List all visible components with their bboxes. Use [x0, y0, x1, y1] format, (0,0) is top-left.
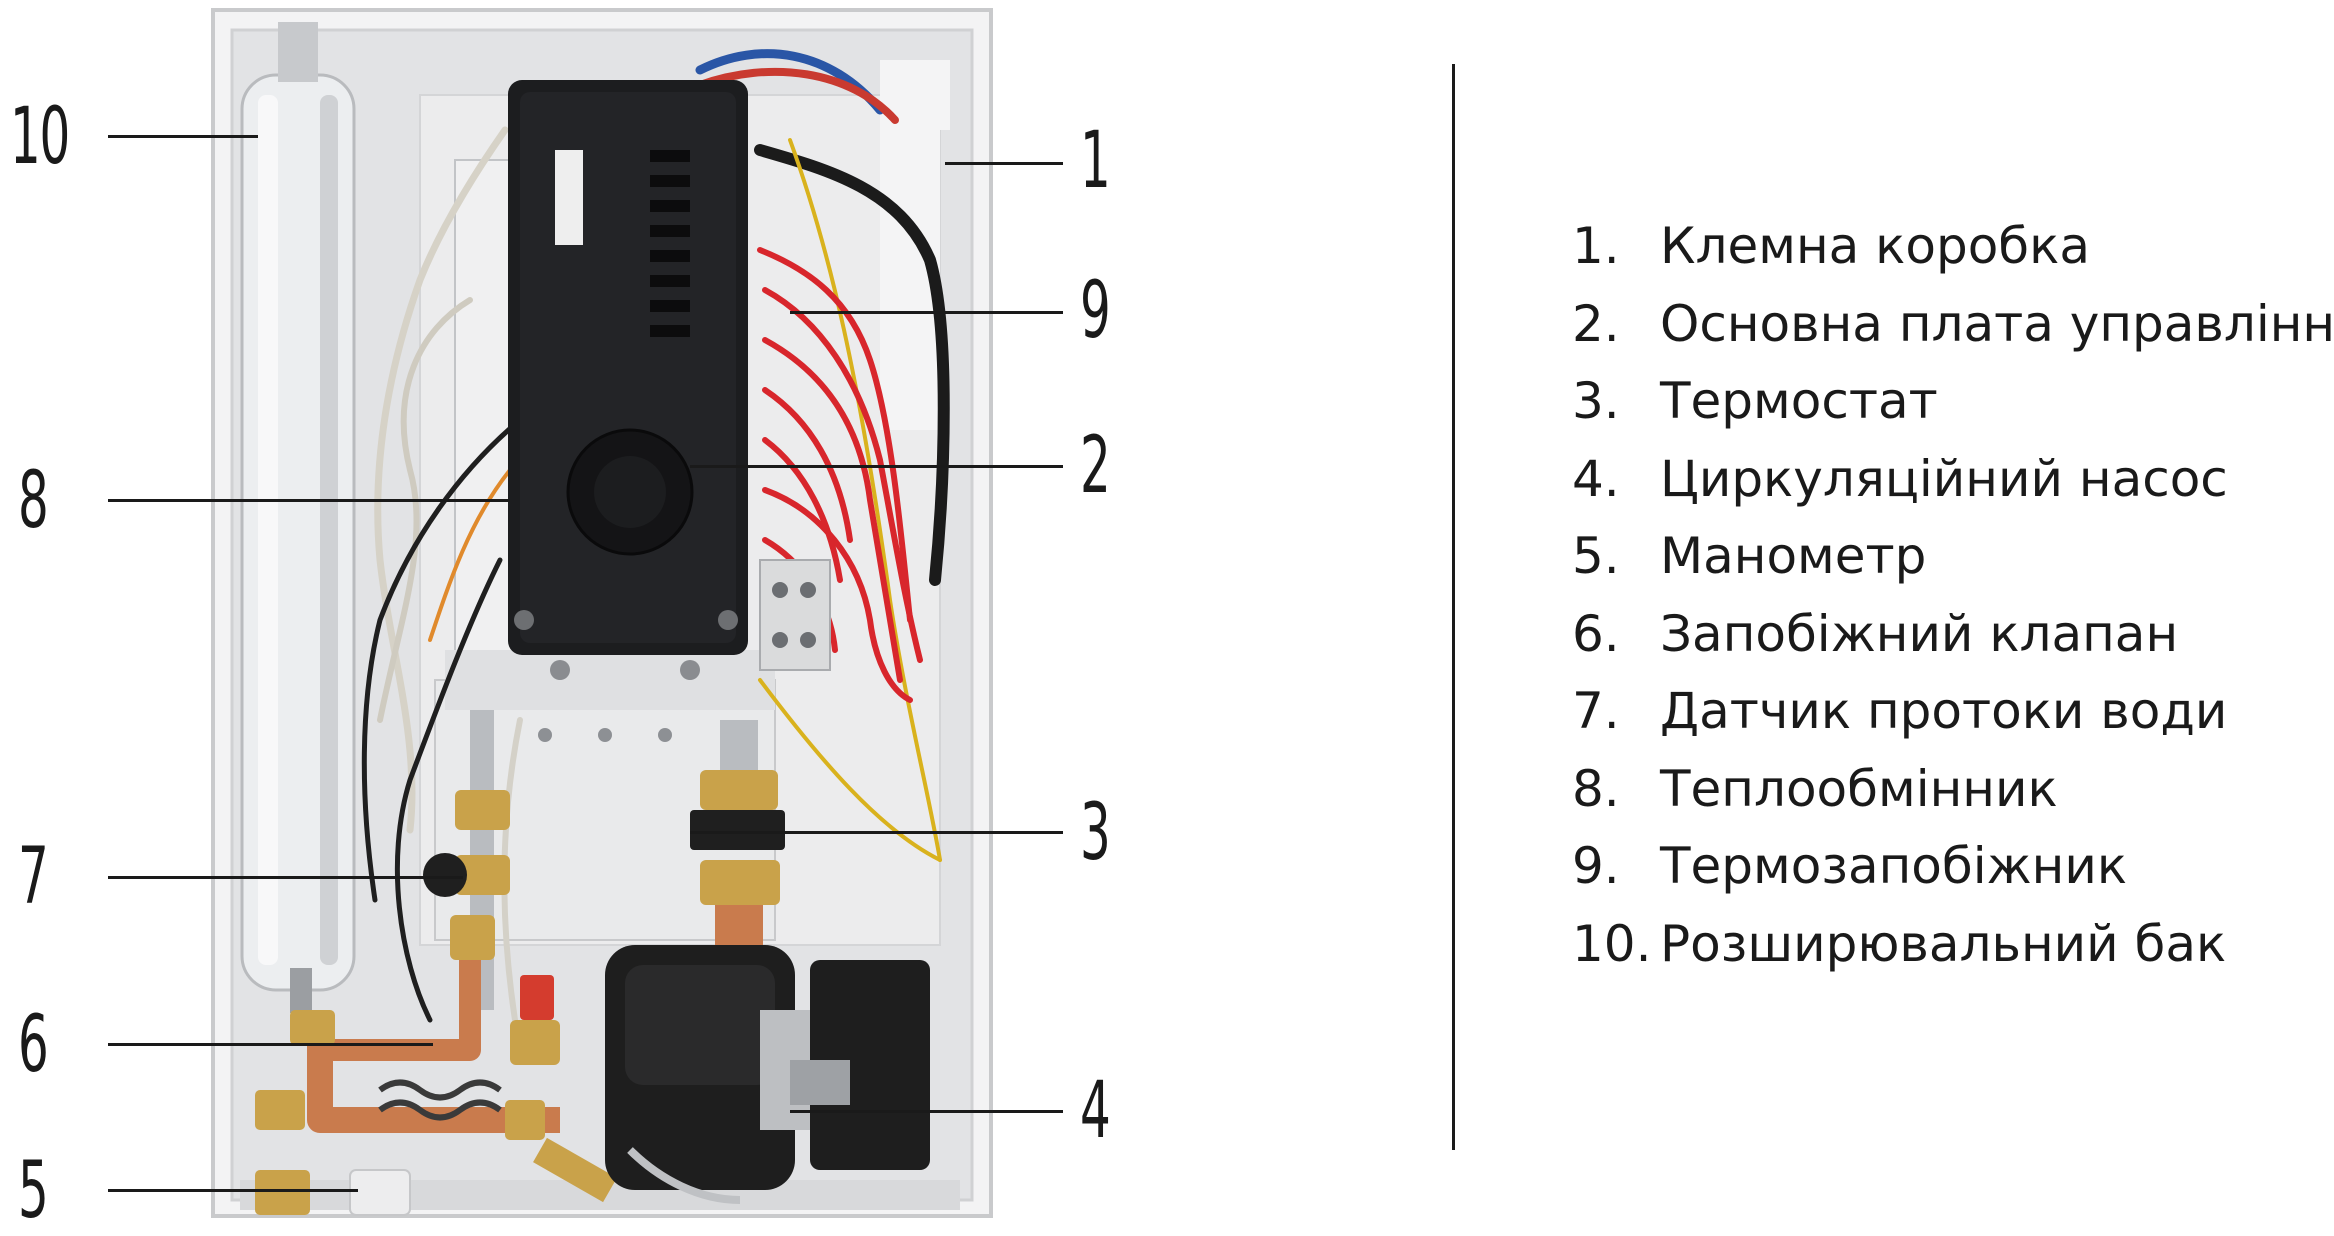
terminal-blocks — [759, 559, 831, 671]
circulation-pump — [605, 945, 930, 1204]
legend-label: Запобіжний клапан — [1660, 604, 2179, 663]
legend-number: 10. — [1572, 914, 1652, 973]
heater-wires — [757, 247, 923, 703]
legend-label: Клемна коробка — [1660, 217, 2090, 275]
callout-number-5: 5 — [18, 1146, 49, 1236]
callout-number-9: 9 — [1080, 266, 1111, 356]
callout-number-7: 7 — [18, 832, 49, 922]
leader-line-3 — [690, 831, 1063, 834]
wiring-left — [361, 126, 523, 1023]
legend-label: Термостат — [1660, 372, 1938, 430]
leader-line-9 — [790, 311, 1063, 314]
legend-number: 9. — [1572, 837, 1620, 895]
legend-label: Циркуляційний насос — [1660, 449, 2228, 508]
callout-number-10: 10 — [10, 92, 70, 182]
leader-line-1 — [945, 162, 1063, 165]
wiring-top — [695, 49, 950, 862]
legend-number: 3. — [1572, 372, 1620, 430]
leader-line-5 — [108, 1189, 358, 1192]
legend-number: 4. — [1572, 449, 1620, 508]
legend-number: 8. — [1572, 759, 1620, 818]
control-box — [508, 80, 748, 680]
leader-line-10 — [108, 135, 258, 138]
callout-number-4: 4 — [1080, 1066, 1111, 1156]
legend-number: 2. — [1572, 294, 1620, 353]
callout-number-3: 3 — [1080, 788, 1111, 878]
callout-number-8: 8 — [18, 456, 49, 546]
expansion-tank — [240, 22, 356, 1013]
leader-line-8 — [108, 499, 510, 502]
legend-label: Розширювальний бак — [1660, 914, 2227, 973]
plumbing — [255, 710, 617, 1216]
leader-line-6 — [108, 1043, 433, 1046]
legend-label: Основна плата управління — [1660, 294, 2334, 353]
leader-line-2 — [690, 465, 1063, 468]
callout-number-1: 1 — [1080, 116, 1111, 206]
leader-line-4 — [790, 1110, 1063, 1113]
callout-number-2: 2 — [1080, 421, 1111, 511]
legend-number: 7. — [1572, 682, 1620, 740]
legend-number: 5. — [1572, 527, 1620, 585]
legend-label: Теплообмінник — [1660, 759, 2058, 818]
divider-line — [1452, 64, 1455, 1150]
legend-label: Манометр — [1660, 527, 1927, 585]
callout-number-6: 6 — [18, 1000, 49, 1090]
legend-label: Датчик протоки води — [1660, 682, 2228, 740]
legend-label: Термозапобіжник — [1660, 837, 2128, 895]
leader-line-7 — [108, 876, 463, 879]
legend-number: 1. — [1572, 217, 1620, 275]
legend-number: 6. — [1572, 604, 1620, 663]
